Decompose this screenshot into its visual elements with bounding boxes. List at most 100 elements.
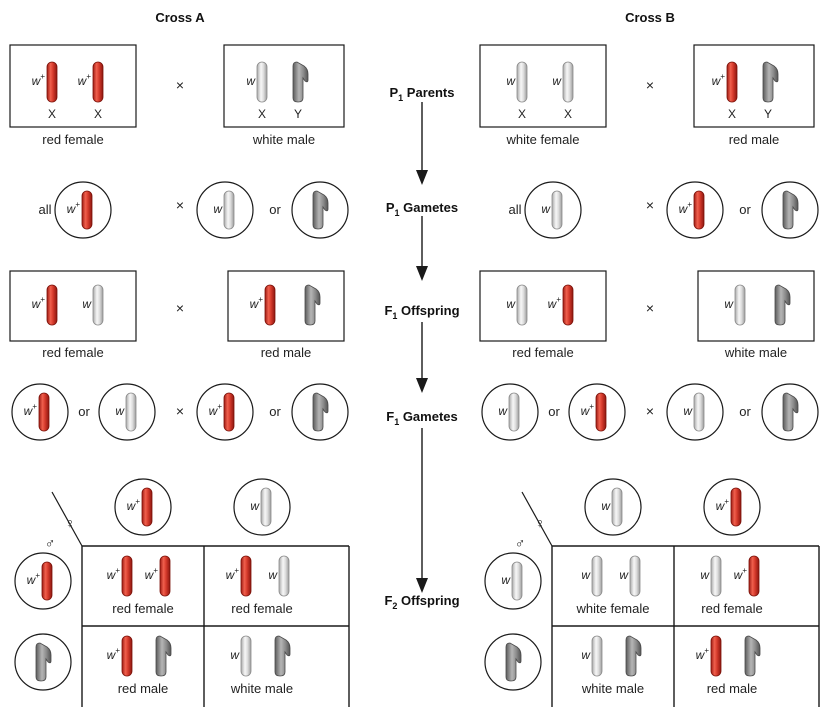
- white-x-chromosome: [278, 555, 290, 597]
- y-chromosome: [782, 190, 799, 230]
- allele-w: w: [683, 404, 693, 418]
- or-label: or: [739, 202, 751, 217]
- cross-b-header: Cross B: [625, 10, 675, 25]
- white-x-chromosome: [223, 190, 235, 230]
- allele-w-plus: w+: [679, 200, 693, 216]
- x-label: X: [564, 107, 572, 121]
- cross-symbol: ×: [176, 403, 184, 419]
- f1-male-box: [697, 270, 815, 342]
- allele-w: w: [700, 568, 710, 582]
- allele-w: w: [115, 404, 125, 418]
- allele-w-plus: w+: [107, 646, 121, 662]
- stage-f2-offspring: F2 Offspring: [384, 593, 459, 611]
- p1-female-label: white female: [506, 132, 580, 147]
- red-x-chromosome: [121, 555, 133, 597]
- y-chromosome: [762, 61, 779, 103]
- allele-w-plus: w+: [209, 402, 223, 418]
- male-symbol: ♂: [515, 535, 526, 551]
- white-x-chromosome: [516, 284, 528, 326]
- y-chromosome: [625, 635, 642, 677]
- white-x-chromosome: [92, 284, 104, 326]
- cross-symbol: ×: [176, 197, 184, 213]
- red-x-chromosome: [46, 61, 58, 103]
- white-x-chromosome: [710, 555, 722, 597]
- f1-male-box: [227, 270, 345, 342]
- female-symbol: ♀: [65, 515, 76, 531]
- white-x-chromosome: [693, 392, 705, 432]
- y-chromosome: [312, 392, 329, 432]
- white-x-chromosome: [256, 61, 268, 103]
- white-x-chromosome: [591, 555, 603, 597]
- red-x-chromosome: [693, 190, 705, 230]
- allele-w: w: [541, 202, 551, 216]
- gamete-circle: [14, 633, 72, 691]
- cross-symbol: ×: [176, 77, 184, 93]
- allele-w-plus: w+: [581, 402, 595, 418]
- p1-male-label: red male: [729, 132, 780, 147]
- gamete-circle: w: [481, 383, 539, 441]
- red-x-chromosome: [121, 635, 133, 677]
- p1-female-box: [479, 44, 607, 128]
- allele-w: w: [619, 568, 629, 582]
- male-symbol: ♂: [45, 535, 56, 551]
- y-chromosome: [505, 642, 522, 682]
- red-x-chromosome: [240, 555, 252, 597]
- f1-female-label: red female: [512, 345, 573, 360]
- f1-female-box: [9, 270, 137, 342]
- y-label: Y: [294, 107, 302, 121]
- gamete-circle: w+: [14, 552, 72, 610]
- red-x-chromosome: [92, 61, 104, 103]
- white-x-chromosome: [240, 635, 252, 677]
- allele-w-plus: w+: [78, 72, 92, 88]
- allele-w: w: [246, 74, 256, 88]
- p1-male-box: [223, 44, 345, 128]
- y-chromosome: [774, 284, 791, 326]
- or-label: or: [269, 404, 281, 419]
- red-x-chromosome: [38, 392, 50, 432]
- red-x-chromosome: [562, 284, 574, 326]
- p1-male-label: white male: [252, 132, 315, 147]
- red-x-chromosome: [46, 284, 58, 326]
- all-label: all: [508, 202, 521, 217]
- y-chromosome: [35, 642, 52, 682]
- red-x-chromosome: [730, 487, 742, 527]
- allele-w: w: [506, 297, 516, 311]
- allele-w-plus: w+: [32, 295, 46, 311]
- red-x-chromosome: [223, 392, 235, 432]
- x-label: X: [518, 107, 526, 121]
- x-label: X: [258, 107, 266, 121]
- or-label: or: [78, 404, 90, 419]
- gamete-circle: [484, 633, 542, 691]
- gamete-circle: w+: [703, 478, 761, 536]
- cross-symbol: ×: [176, 300, 184, 316]
- allele-w-plus: w+: [32, 72, 46, 88]
- female-symbol: ♀: [535, 515, 546, 531]
- red-x-chromosome: [748, 555, 760, 597]
- allele-w-plus: w+: [226, 566, 240, 582]
- red-x-chromosome: [141, 487, 153, 527]
- punnett-cell-label: red male: [707, 681, 758, 696]
- gamete-circle: w+: [666, 181, 724, 239]
- red-x-chromosome: [81, 190, 93, 230]
- white-x-chromosome: [516, 61, 528, 103]
- punnett-cell-label: white female: [576, 601, 650, 616]
- gamete-circle: [761, 181, 819, 239]
- gamete-circle: [291, 181, 349, 239]
- punnett-cell-label: red male: [118, 681, 169, 696]
- white-x-chromosome: [260, 487, 272, 527]
- gamete-circle: w: [196, 181, 254, 239]
- red-x-chromosome: [41, 561, 53, 601]
- white-x-chromosome: [734, 284, 746, 326]
- allele-w: w: [250, 499, 260, 513]
- cross-symbol: ×: [646, 403, 654, 419]
- red-x-chromosome: [595, 392, 607, 432]
- punnett-cell-label: red female: [701, 601, 762, 616]
- punnett-cell-label: red female: [231, 601, 292, 616]
- red-x-chromosome: [710, 635, 722, 677]
- gamete-circle: w: [484, 552, 542, 610]
- y-chromosome: [292, 61, 309, 103]
- y-chromosome: [274, 635, 291, 677]
- white-x-chromosome: [511, 561, 523, 601]
- stage-p1-gametes: P1 Gametes: [386, 200, 458, 218]
